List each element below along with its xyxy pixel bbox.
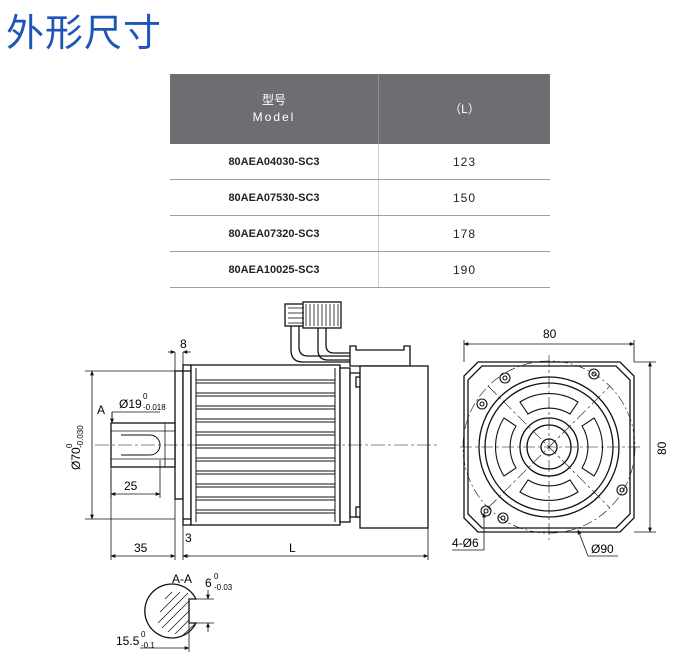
model-cell: 80AEA07320-SC3: [170, 215, 379, 252]
length-cell: 178: [378, 215, 550, 252]
cable-connectors: [284, 301, 411, 367]
pilot-dia-tol-upper: 0: [65, 443, 74, 448]
model-cell: 80AEA04030-SC3: [170, 144, 379, 180]
key-width-tol-upper: 0: [214, 572, 219, 581]
key-width-tol-lower: -0.03: [214, 583, 233, 592]
shaft-dia-tol-upper: 0: [143, 392, 148, 401]
bolt-circle-label: Ø90: [591, 542, 614, 556]
length-cell: 123: [378, 144, 550, 180]
shaft: [95, 422, 440, 468]
key-depth-tol-lower: -0.1: [141, 641, 155, 650]
pilot-dia: Ø70: [69, 447, 83, 470]
page-title: 外形尺寸: [6, 11, 163, 55]
section-label: A-A: [172, 572, 192, 586]
table-header-row: 型号 Model （L）: [170, 74, 550, 144]
dim-shaft-length: 35: [134, 541, 148, 555]
window-slots: [495, 393, 603, 501]
mount-holes: 4-Ø6: [452, 536, 479, 550]
length-cell: 150: [378, 179, 550, 216]
front-flange: [174, 370, 184, 500]
dim-flange-width: 80: [543, 327, 557, 341]
front-dimensions: [452, 340, 656, 557]
front-view: [452, 340, 656, 557]
dim-body-length: L: [289, 541, 296, 555]
mounting-holes: [476, 368, 628, 524]
dim-flange-height: 80: [655, 441, 669, 455]
shaft-dia-tol-lower: -0.018: [143, 403, 166, 412]
table-row: 80AEA10025-SC3 190: [170, 251, 550, 288]
dim-flange-thickness: 8: [180, 337, 187, 351]
table-row: 80AEA07320-SC3 178: [170, 215, 550, 252]
key-depth: 15.5: [116, 634, 140, 648]
header-model-cn: 型号: [261, 93, 286, 107]
section-dimensions: [140, 590, 214, 652]
model-cell: 80AEA07530-SC3: [170, 179, 379, 216]
header-model-en: Model: [252, 110, 296, 124]
dim-pilot-depth: 3: [185, 531, 192, 545]
spec-table: 型号 Model （L） 80AEA04030-SC3 123 80AEA075…: [170, 74, 550, 288]
length-cell: 190: [378, 251, 550, 288]
header-model: 型号 Model: [170, 74, 379, 144]
section-hatch: [157, 591, 197, 636]
dim-key-length: 25: [124, 479, 138, 493]
table-row: 80AEA04030-SC3 123: [170, 144, 550, 180]
side-dimensions: [85, 350, 429, 560]
shaft-dia: Ø19: [119, 397, 142, 411]
pilot-dia-tol-lower: -0.030: [76, 425, 85, 448]
side-view: [85, 301, 440, 560]
header-length: （L）: [378, 74, 550, 144]
table-row: 80AEA07530-SC3 150: [170, 179, 550, 216]
model-cell: 80AEA10025-SC3: [170, 251, 379, 288]
key-depth-tol-upper: 0: [141, 630, 146, 639]
key-width: 6: [205, 576, 212, 590]
section-a-a: [140, 583, 214, 652]
encoder-cover: [359, 365, 429, 529]
label-a: A: [97, 403, 105, 417]
